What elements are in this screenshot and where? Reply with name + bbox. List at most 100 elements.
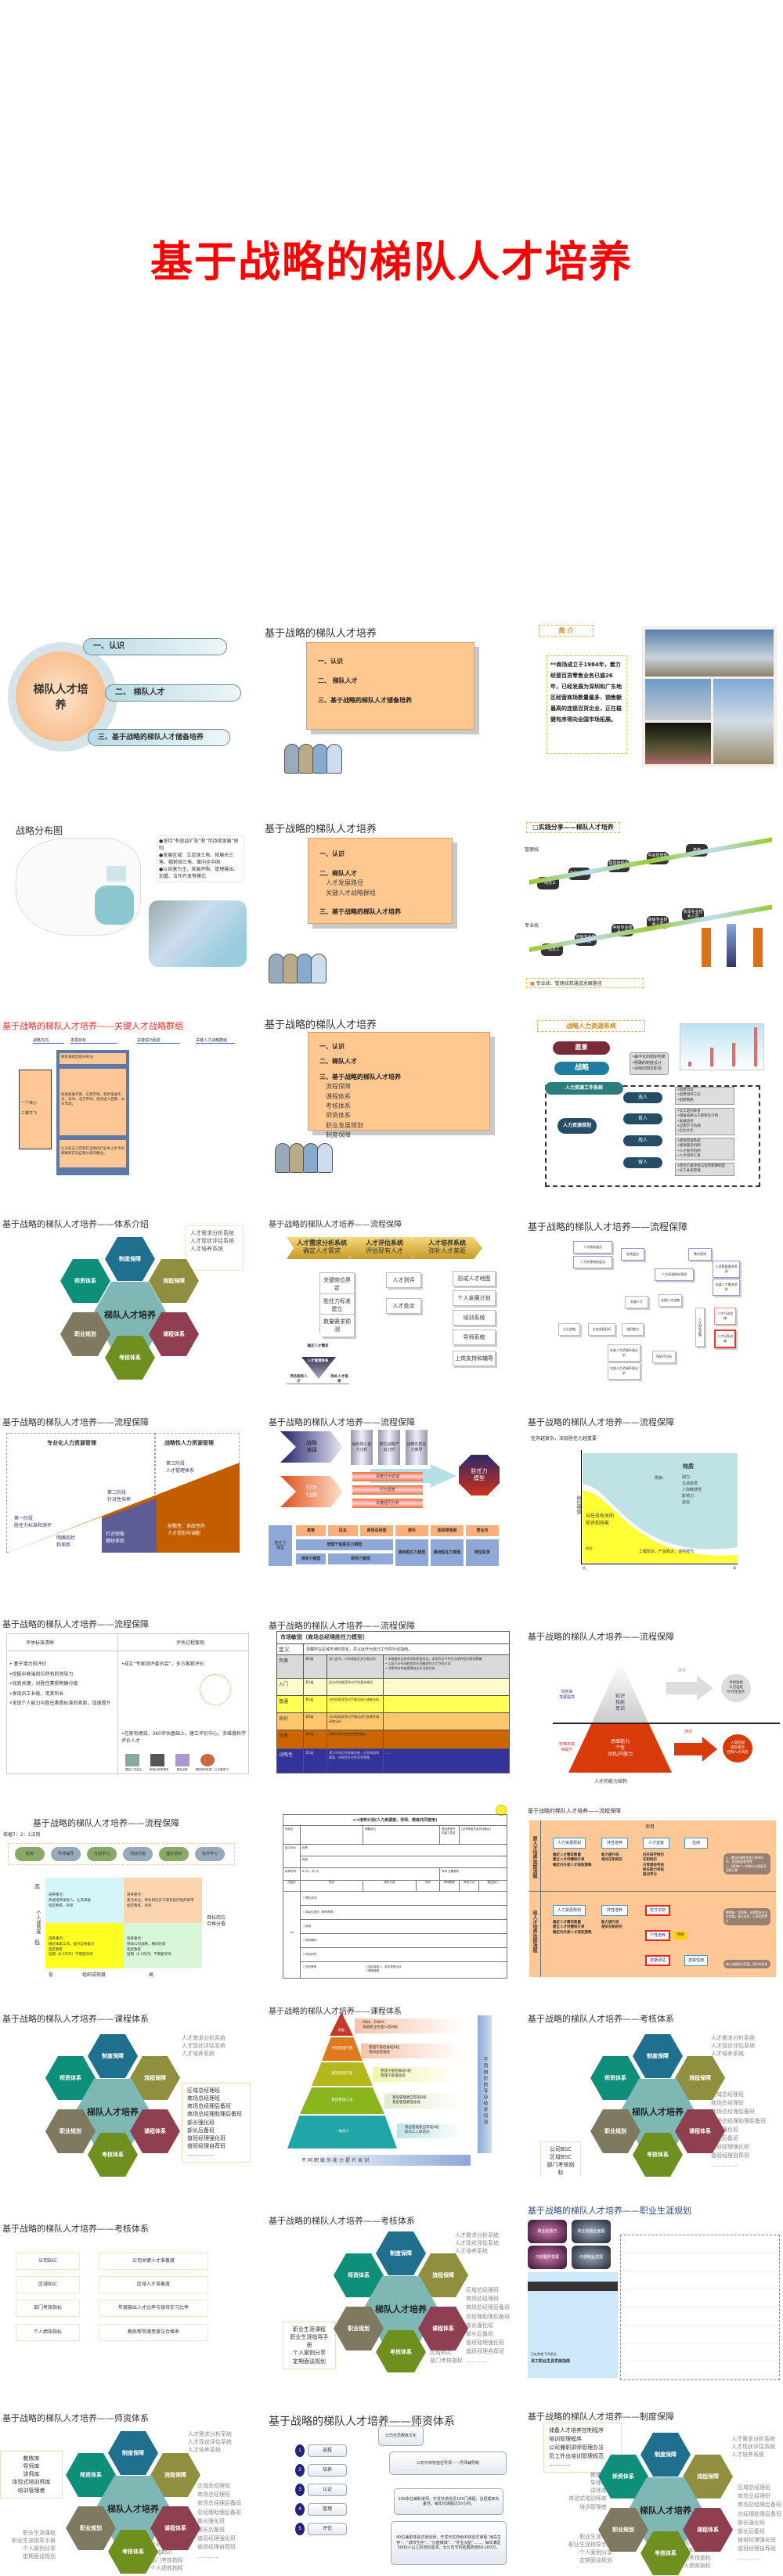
traits-label: 特质 — [683, 1463, 694, 1470]
faculty-pool: 教练库 导师库 讲师库 体验式培训师库 培训管理者 — [568, 2472, 607, 2510]
callout-3: 缩小选拔面试范围，提升有效性 — [723, 1960, 770, 1969]
slide-title: 基于战略的梯队人才培养——课程体系 — [269, 2008, 402, 2016]
outline-box: 一、认识 二、梯队人才 三、基于战略的梯队人才培养 流程保障 课程体系 考核体系… — [308, 1032, 490, 1138]
hex-policy[interactable]: 制度保障 — [105, 1237, 155, 1281]
rule-text: 依据7：2：1法则 — [3, 1832, 41, 1838]
outline-box: 一、认识 二、 梯队人才 三、基于战略的梯队人才储备培养 — [306, 642, 474, 730]
slide-flow-1[interactable]: 基于战略的梯队人才培养——流程保障 人才需求分析系统确定人才需求 人才评估系统评… — [261, 1190, 521, 1386]
action-retain: 留人 — [623, 1157, 662, 1168]
flow-box: 培训系统 — [453, 1310, 496, 1326]
slide-flow-3[interactable]: 基于战略的梯队人才培养——流程保障 专业化人力资源管理 战略性人力资源管理 第一… — [0, 1386, 261, 1582]
outline-item-1: 一、认识 — [319, 850, 345, 857]
photo-store-2 — [645, 679, 711, 720]
outline-item-1: 一、认识 — [318, 658, 343, 665]
slide-title: 基于战略的梯队人才培养——制度保障 — [528, 2412, 674, 2422]
triangle-right: 弥补人才差距 — [330, 1375, 348, 1384]
outline-sub-1: 人才发展路径 — [326, 879, 363, 887]
hex-faculty[interactable]: 师资体系 — [60, 1259, 110, 1303]
agenda-item-1[interactable]: 一、认识 — [83, 638, 227, 655]
hex-diagram: 制度保障 师资体系 流程保障 梯队人才培养 职业规划 课程体系 考核体系 — [327, 2231, 492, 2372]
slide-flow-7[interactable]: 基于战略的梯队人才培养——流程保障 市场敏锐（商场总经理胜任力模型） 定义 洞察… — [261, 1589, 521, 1785]
practice-tag: □实践分享——梯队人才培养 — [526, 822, 620, 833]
slide-key-group[interactable]: 基于战略的梯队人才培养——关键人才战略群组 战略方向 发展目标 关键成功因素 关… — [0, 994, 261, 1190]
bullet-3: ●以自营为主，发展并购、管理输出、加盟、合作开发等模式 — [159, 867, 239, 879]
slide-career[interactable]: 基于战略的梯队人才培养——职业生涯规划 职业化技巧 职业发展全面图 内部晋升发展… — [521, 2177, 782, 2380]
slide-teacher-1[interactable]: 基于战略的梯队人才培养——师资体系 人才需求分析系统 人才现状评估系统 人才培养… — [0, 2372, 261, 2576]
slide-strategy-map[interactable]: 战略分布图 ●坚持“有效益扩张”和“可持续发展”原则 ●发展区域：立足珠三角、拓… — [0, 799, 261, 994]
triangle-left: 评估现有人才 — [290, 1375, 308, 1384]
slide-assess-2[interactable]: 基于战略的梯队人才培养——考核体系 公司BSC 区域BSC 部门考核指标 个人绩… — [0, 2177, 261, 2372]
quadrant-1: 培养重点： 快速培养接班人，让其储备 指定教练、导师 — [45, 1878, 124, 1923]
iceberg-top: 知识 技能 意识 — [592, 1660, 648, 1723]
table-row: 负面第0级闭门造车，对市场缺乏关注和分析• 未能要求当地市场的明显特点，采用完全… — [277, 1655, 509, 1679]
agenda-item-3[interactable]: 三、基于战略的梯队人才储备培养 — [88, 729, 230, 746]
stage-3: 第三阶段 人才管理体系 — [166, 1461, 195, 1474]
tool-labels: 模拟工作会议案例分析和报告角色扮演模拟邮件处理（公文筐练习） — [125, 1768, 231, 1771]
side-banner: 不同岗位的专业技术培训 — [478, 2015, 492, 2153]
slide-agenda[interactable]: 梯队人才培养 一、认识 二、 梯队人才 三、基于战略的梯队人才储备培养 — [0, 603, 261, 799]
slide-title: 基于战略的梯队人才培养——流程保障 — [269, 1417, 415, 1427]
slide-flow-2[interactable]: 基于战略的梯队人才培养——流程保障 人员结构盘点 人力资源指标盘点 现状盘点 需… — [521, 1190, 782, 1386]
flow-box: 关键岗位界定 — [319, 1272, 355, 1296]
triangle-center: 人才管理体系 — [307, 1359, 329, 1363]
callout-2: 教练制、导师制、自我提升全方位实施，保证业务、心态同步提升 — [723, 1908, 770, 1925]
slide-practice[interactable]: □实践分享——梯队人才培养 管理线 专业线 一线员工 基层管理者 基层管理干部 … — [521, 799, 782, 994]
chevron-develop: 人才培养系统弥补人才差距 — [412, 1237, 482, 1259]
planning-node: 人力资源规划 — [557, 1118, 597, 1134]
hex-assessment[interactable]: 考核体系 — [105, 1336, 155, 1380]
policy-list: 储备人才培养控制程序 培训管理程序 公司兼职讲师管理办法 员工外出培训管理规范 … — [543, 2423, 622, 2473]
slide-flow-8[interactable]: 基于战略的梯队人才培养——流程保障 知识 技能 意识 思维能力 个性 动机/内驱… — [521, 1589, 782, 1785]
slide-course-2[interactable]: 基于战略的梯队人才培养——课程体系 高管 中层管理干部 基层管理干部 基层管理人… — [261, 1981, 521, 2177]
quadrant-4: 培养重点： 熟知公司战略，横向轮岗 指定教练 短期（0.5年内）不需配导师 — [124, 1923, 202, 1968]
hex-process[interactable]: 流程保障 — [149, 1259, 199, 1303]
hex-course[interactable]: 课程体系 — [149, 1312, 199, 1356]
hex-career[interactable]: 职业规划 — [60, 1312, 110, 1356]
hex-diagram: 制度保障 师资体系 流程保障 梯队人才培养 职业规划 课程体系 考核体系 — [592, 2433, 756, 2576]
slide-outline-2[interactable]: 基于战略的梯队人才培养 一、认识 二、梯队人才 人才发展路径 关键人才战略群组 … — [261, 799, 521, 994]
career-box: 职业生涯课程 职业生涯指导手册 个人案例分享 定期面谈规划 — [283, 2322, 336, 2369]
slide-flow-9[interactable]: 基于战略的梯队人才培养——流程保障 依据7：2：1法则 轮岗 导师辅导 行动学习… — [0, 1785, 261, 1981]
action-notes-use: •绩效管理系统•绩效面谈机制•人才盘点机制•人才测评工具 — [675, 1138, 734, 1161]
chevron-demand: 人才需求分析系统确定人才需求 — [287, 1237, 357, 1259]
flow-box: 个人发展计划 — [453, 1290, 496, 1306]
slide-title: 基于战略的梯队人才培养——考核体系 — [269, 2216, 415, 2226]
slide-assess-3[interactable]: 基于战略的梯队人才培养——考核体系 人才需求分析系统 人才现状评估系统 人才培养… — [261, 2177, 521, 2372]
slide-title: 基于战略的梯队人才培养——师资体系 — [269, 2415, 455, 2428]
slide-form[interactable]: ××培养计划(人力资源部、导师、教练共同使用) 现岗位 储备岗位 需培养提升的能… — [261, 1785, 521, 1981]
photo-store-night — [645, 723, 711, 764]
agenda-item-2[interactable]: 二、 梯队人才 — [105, 684, 241, 702]
slide-flow-5[interactable]: 基于战略的梯队人才培养——流程保障 任务越复杂，深层胜任力越重要 岗位绩效 特质… — [528, 1417, 738, 1570]
slide-title: 基于战略的梯队人才培养——体系介绍 — [2, 1219, 149, 1229]
slide-assess-1[interactable]: 基于战略的梯队人才培养——考核体系 人才需求分析系统 人才现状评估系统 人才培养… — [521, 1981, 782, 2177]
slide-title: 基于战略的梯队人才培养——流程保障 — [528, 1221, 688, 1232]
tag-2: 针对短板 缩短差距 — [106, 1532, 125, 1544]
bottom-banner: 不同职级的能力提升培训 — [290, 2155, 471, 2166]
slide-title: 基于战略的梯队人才培养——流程保障 — [2, 1619, 149, 1629]
arrow-right-icon — [674, 1737, 717, 1762]
career-booklet: 天虹梦想 平凡职业 员工职业生涯发展指南 — [528, 2272, 618, 2378]
slide-hr-system[interactable]: 战略人力资源系统 愿景 战略 •扁平化的组织构架•明确的制度设计•清晰的岗位职责… — [521, 994, 782, 1190]
slide-course-1[interactable]: 基于战略的梯队人才培养——课程体系 人才需求分析系统 人才现状评估系统 人才培养… — [0, 1981, 261, 2177]
hr-work-system-frame — [545, 1085, 760, 1187]
slide-outline-1[interactable]: 基于战略的梯队人才培养 一、认识 二、 梯队人才 三、基于战略的梯队人才储备培养 — [261, 603, 521, 799]
career-flowchart — [620, 2235, 780, 2380]
slide-policy[interactable]: 基于战略的梯队人才培养——制度保障 储备人才培养控制程序 培训管理程序 公司兼职… — [521, 2372, 782, 2576]
slide-title: 战略分布图 — [16, 825, 63, 836]
lane-current: 现人才培养选拔流程 — [532, 1910, 537, 1953]
slide-outline-3[interactable]: 基于战略的梯队人才培养 一、认识 二、梯队人才 三、基于战略的梯队人才培养 流程… — [261, 994, 521, 1190]
outline-sub-2: 关键人才战略群组 — [326, 889, 376, 897]
mgmt-line-label: 管理线 — [525, 847, 539, 853]
slide-title: 基于战略的梯队人才培养——考核体系 — [2, 2224, 149, 2234]
chevron-behavior: 行为 归纳 — [280, 1476, 343, 1507]
lane-original: 原人才培养选拔流程 — [532, 1836, 537, 1878]
slide-flow-4[interactable]: 基于战略的梯队人才培养——流程保障 战略 演绎 行为 归纳 组织核心能力分析 岗… — [261, 1386, 521, 1582]
flow-box: 上岗支持和辅导 — [453, 1351, 496, 1366]
system-note: 人才需求分析系统 人才现状评估系统 人才培养系统 — [731, 2436, 775, 2459]
slide-flow-10[interactable]: 基于战略的梯队人才培养——流程保障 原人才培养选拔流程 现人才培养选拔流程 项目… — [521, 1785, 782, 1981]
slide-flow-6[interactable]: 基于战略的梯队人才培养——流程保障 评估标准清晰 评估过程客观 • 基于潜力的评… — [0, 1589, 261, 1785]
slide-intro[interactable]: 简 介 **商场成立于1984年，着力经营百货零售业务已逾26年，已经发展为深圳… — [521, 603, 782, 799]
slide-system-intro[interactable]: 基于战略的梯队人才培养——体系介绍 人才需求分析系统 人才现状评估系统 人才培养… — [0, 1190, 261, 1386]
store-photos — [642, 626, 777, 767]
slide-teacher-2[interactable]: 基于战略的梯队人才培养——师资体系 1 选拔 2 培养 3 认证 4 管理 5 … — [261, 2372, 521, 2576]
strategy-bullets: ●坚持“有效益扩张”和“可持续发展”原则 ●发展区域：立足珠三角、拓展长三角、辐… — [157, 835, 244, 882]
